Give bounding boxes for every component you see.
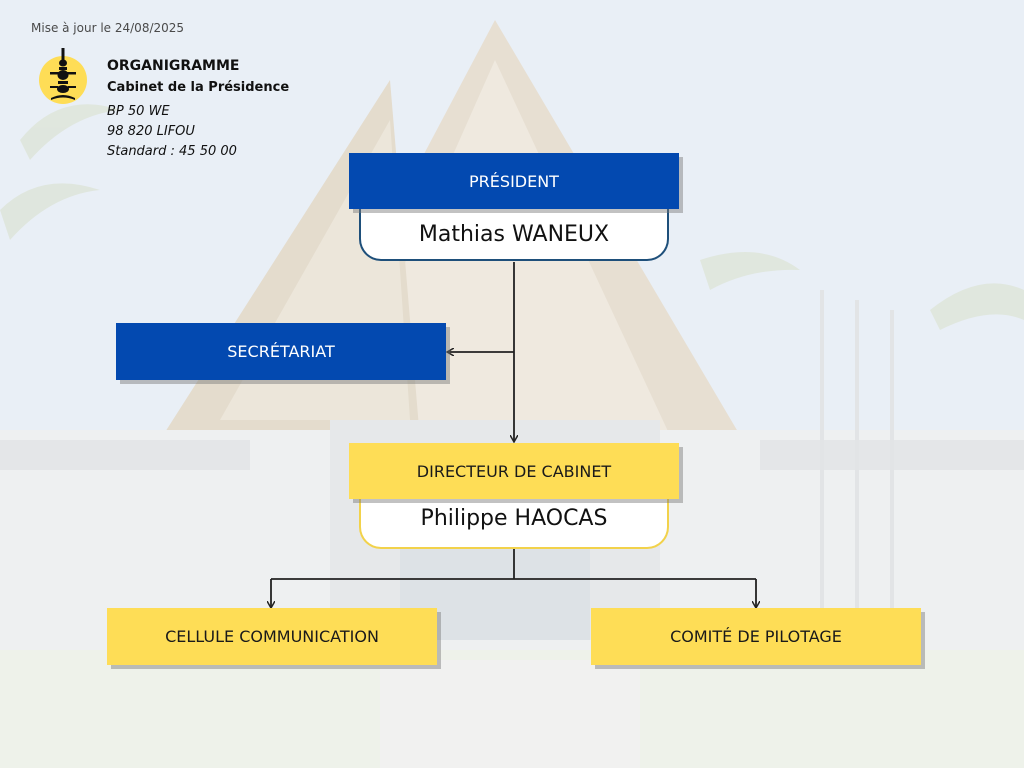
phone-standard: Standard : 45 50 00: [107, 144, 237, 159]
pilotage-role: COMITÉ DE PILOTAGE: [670, 627, 842, 646]
communication-box: CELLULE COMMUNICATION: [107, 608, 437, 665]
director-name: Philippe HAOCAS: [420, 506, 608, 531]
update-date: Mise à jour le 24/08/2025: [31, 21, 185, 35]
director-box: DIRECTEUR DE CABINET: [349, 443, 679, 499]
secretariat-role: SECRÉTARIAT: [227, 342, 335, 361]
header-block: ORGANIGRAMME Cabinet de la Présidence BP…: [107, 57, 289, 162]
president-role: PRÉSIDENT: [469, 171, 559, 191]
address-line-2: 98 820 LIFOU: [107, 124, 195, 139]
address-line-1: BP 50 WE: [107, 104, 170, 119]
director-role: DIRECTEUR DE CABINET: [416, 461, 612, 481]
president-name-card: Mathias WANEUX: [359, 205, 669, 261]
president-name: Mathias WANEUX: [418, 221, 610, 247]
province-emblem-icon: [38, 48, 88, 106]
president-box: PRÉSIDENT: [349, 153, 679, 209]
pilotage-box: COMITÉ DE PILOTAGE: [591, 608, 921, 665]
communication-role: CELLULE COMMUNICATION: [165, 627, 379, 646]
director-name-card: Philippe HAOCAS: [359, 494, 669, 549]
cabinet-name: Cabinet de la Présidence: [107, 80, 290, 95]
secretariat-box: SECRÉTARIAT: [116, 323, 446, 380]
org-chart-title: ORGANIGRAMME: [107, 58, 240, 74]
